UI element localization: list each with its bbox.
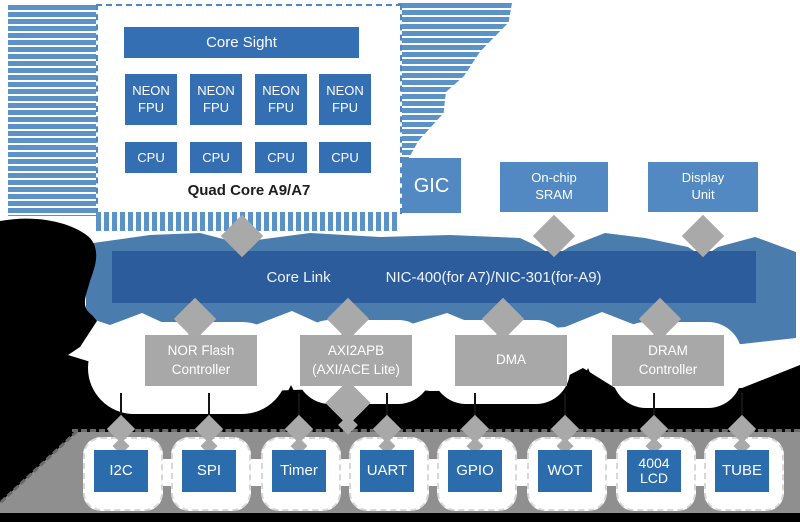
peripheral-label: I2C	[109, 461, 133, 479]
torn-edge	[72, 429, 800, 432]
bus-bar: Core Link NIC-400(for A7)/NIC-301(for-A9…	[112, 251, 756, 303]
peripheral-label: WOT	[547, 461, 583, 479]
sram-label-line2: SRAM	[535, 187, 573, 202]
connector-line	[298, 393, 300, 432]
cpu-label: CPU	[267, 150, 295, 165]
connector-line	[653, 393, 655, 432]
peripheral-label: SPI	[196, 461, 222, 479]
timer-block: Timer	[272, 450, 326, 492]
cpu-block: CPU	[125, 142, 177, 173]
gic-block: GIC	[402, 158, 461, 213]
controller-label-line2: Controller	[638, 361, 698, 377]
dram-controller-block: DRAM Controller	[612, 335, 724, 386]
controller-label-line1: DRAM	[648, 343, 688, 359]
sram-label-line1: On-chip	[531, 170, 577, 186]
quad-core-caption: Quad Core A9/A7	[187, 182, 311, 199]
peripheral-label: UART	[366, 461, 408, 479]
spi-block: SPI	[182, 450, 236, 492]
display-label-line2: Unit	[691, 187, 715, 202]
hatch-band-left	[8, 5, 96, 216]
i2c-block: I2C	[94, 450, 148, 492]
connector-line	[474, 393, 476, 432]
cpu-label: CPU	[331, 150, 359, 165]
wot-block: WOT	[538, 450, 592, 492]
peripheral-label-line1: 4004	[638, 454, 670, 471]
display-label-line1: Display	[681, 170, 725, 186]
bus-left-label: Core Link	[266, 268, 331, 286]
tube-block: TUBE	[715, 450, 769, 492]
controller-label-line1: NOR Flash	[167, 343, 235, 359]
core-sight-block: Core Sight	[124, 27, 359, 58]
cpu-block: CPU	[319, 142, 371, 173]
cpu-label: CPU	[137, 150, 165, 165]
connector-line	[386, 393, 388, 432]
connector-line	[208, 393, 210, 432]
nor-flash-controller-block: NOR Flash Controller	[145, 335, 257, 386]
controller-label-line1: AXI2APB	[327, 343, 385, 359]
peripheral-label-line2: LCD	[639, 470, 668, 486]
core-sight-label: Core Sight	[206, 34, 277, 51]
peripheral-label: TUBE	[721, 461, 762, 479]
gic-label: GIC	[413, 174, 450, 197]
bus-right-label: NIC-400(for A7)/NIC-301(for-A9)	[385, 268, 602, 286]
cpu-label: CPU	[202, 150, 230, 165]
gpio-block: GPIO	[448, 450, 502, 492]
controller-label-line2: (AXI/ACE Lite)	[312, 361, 400, 377]
on-chip-sram-block: On-chip SRAM	[500, 162, 608, 212]
peripheral-label: GPIO	[456, 461, 494, 479]
connector-line	[120, 393, 122, 432]
peripheral-label: Timer	[280, 461, 318, 479]
uart-block: UART	[360, 450, 414, 492]
cpu-block: CPU	[255, 142, 307, 173]
lcd-block: 4004 LCD	[627, 450, 681, 492]
controller-label-line2: Controller	[171, 361, 231, 377]
cpu-block: CPU	[190, 142, 242, 173]
controller-label-line1: DMA	[496, 352, 526, 368]
display-unit-block: Display Unit	[648, 162, 758, 212]
connector-line	[741, 393, 743, 432]
dma-block: DMA	[455, 335, 567, 386]
axi2apb-block: AXI2APB (AXI/ACE Lite)	[300, 335, 412, 386]
connector-line	[564, 393, 566, 432]
